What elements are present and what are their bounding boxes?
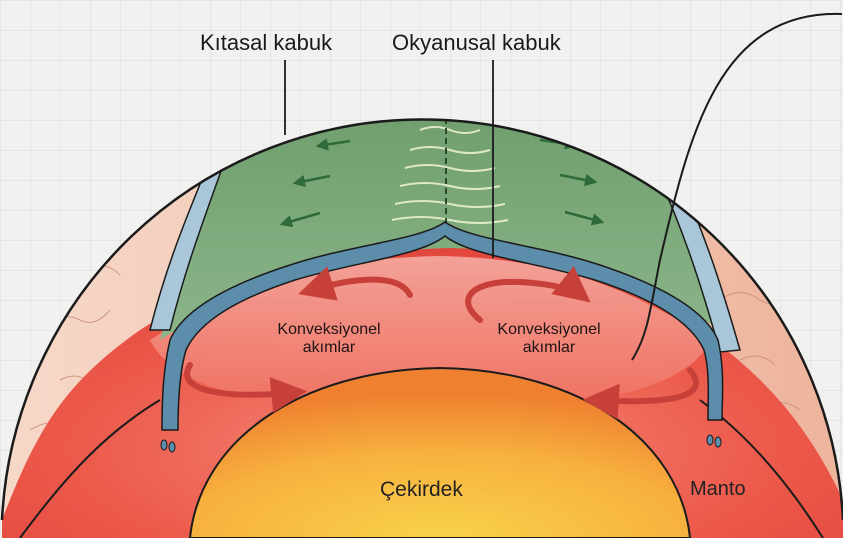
label-convection-right-line1: Konveksiyonel: [485, 321, 613, 339]
label-continental-crust: Kıtasal kabuk: [200, 30, 332, 56]
label-convection-left-line2: akımlar: [265, 339, 393, 357]
label-oceanic-crust: Okyanusal kabuk: [392, 30, 561, 56]
label-mantle: Manto: [690, 478, 746, 501]
label-convection-left-line1: Konveksiyonel: [265, 321, 393, 339]
label-core: Çekirdek: [380, 478, 463, 502]
label-convection-right-line2: akımlar: [485, 339, 613, 357]
label-convection-left: Konveksiyonel akımlar: [265, 321, 393, 357]
label-convection-right: Konveksiyonel akımlar: [485, 321, 613, 357]
